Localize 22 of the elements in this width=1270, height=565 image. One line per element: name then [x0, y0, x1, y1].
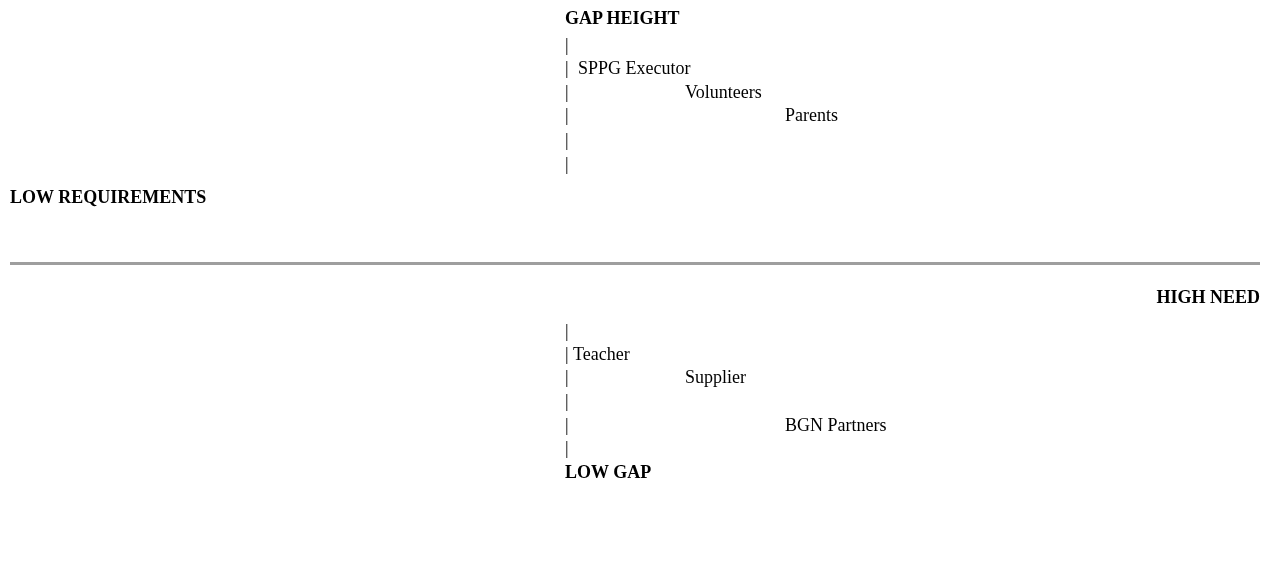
stakeholder-label: Parents [785, 104, 838, 126]
axis-tick-mark: | [565, 81, 569, 103]
axis-tick-mark: | [565, 343, 569, 365]
axis-tick-mark: | [565, 129, 569, 151]
axis-label: LOW GAP [565, 461, 652, 483]
axis-tick-mark: | [565, 366, 569, 388]
axis-tick-mark: | [565, 390, 569, 412]
stakeholder-label: Teacher [573, 343, 630, 365]
axis-tick-mark: | [565, 34, 569, 56]
axis-tick-mark: | [565, 153, 569, 175]
stakeholder-label: Supplier [685, 366, 746, 388]
axis-tick-mark: | [565, 104, 569, 126]
axis-tick-mark: | [565, 414, 569, 436]
axis-tick-mark: | [565, 320, 569, 342]
axis-tick-mark: | [565, 437, 569, 459]
axis-label: HIGH NEED [1156, 286, 1260, 308]
stakeholder-label: BGN Partners [785, 414, 887, 436]
stakeholder-label: SPPG Executor [578, 57, 691, 79]
axis-label: LOW REQUIREMENTS [10, 186, 207, 208]
axis-label: GAP HEIGHT [565, 7, 680, 29]
axis-tick-mark: | [565, 57, 569, 79]
stakeholder-label: Volunteers [685, 81, 762, 103]
